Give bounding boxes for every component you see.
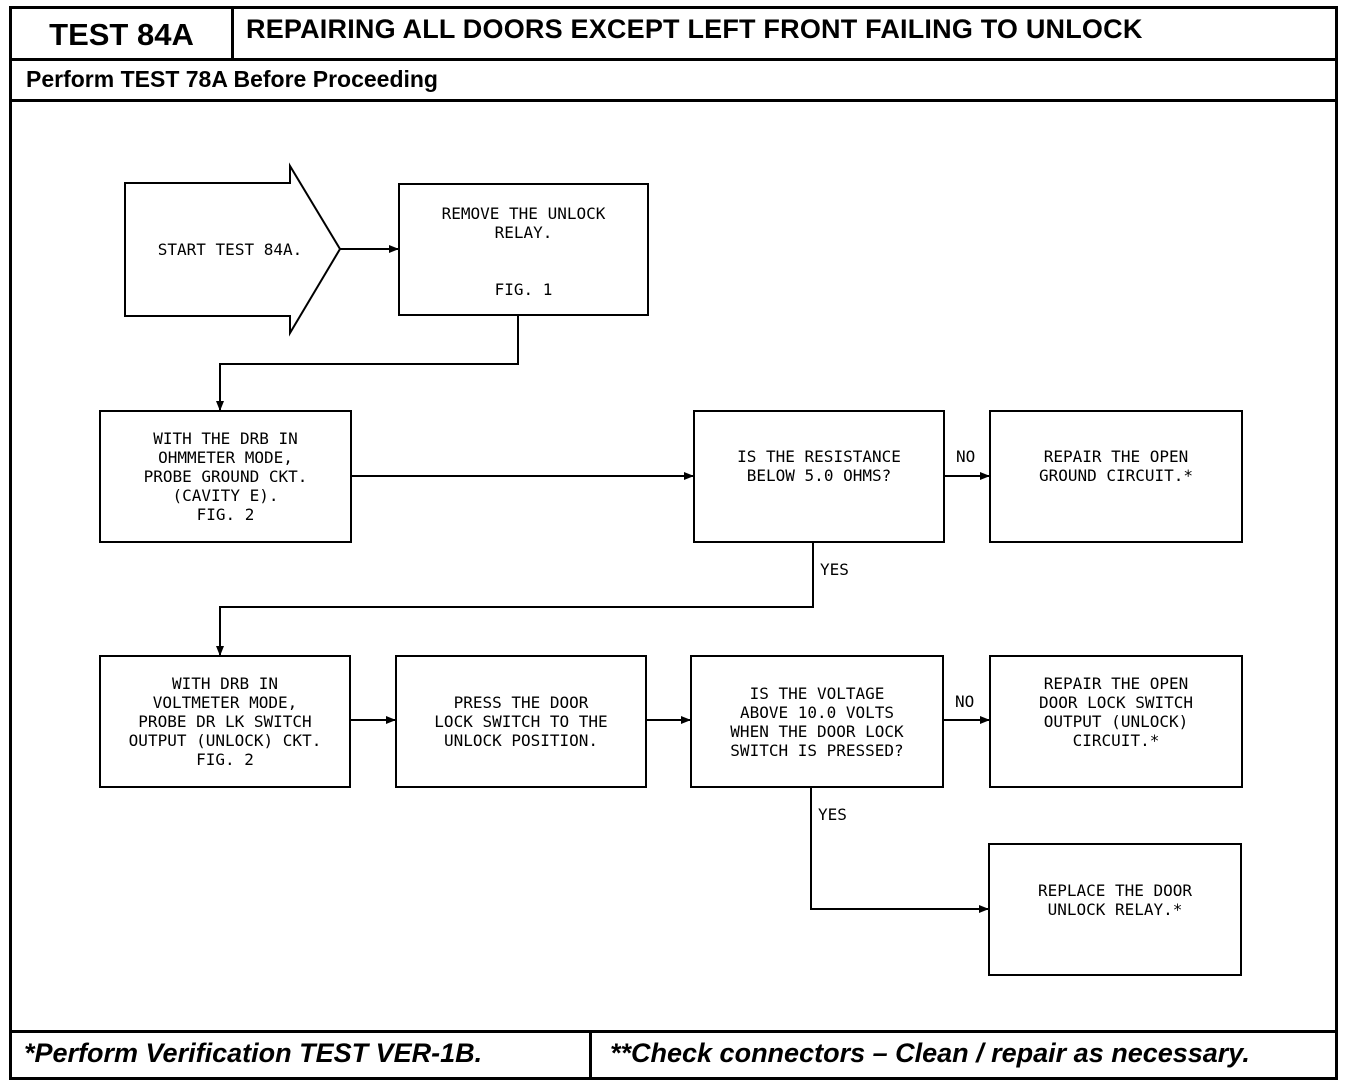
probe-switch-box: WITH DRB IN VOLTMETER MODE, PROBE DR LK … <box>99 655 351 788</box>
prerequisite-note: Perform TEST 78A Before Proceeding <box>26 66 438 92</box>
header-divider <box>12 58 1335 61</box>
connector-voltage-yes <box>810 787 989 913</box>
connector-remove-to-probe-ground <box>216 315 519 411</box>
voltage-question-line: WHEN THE DOOR LOCK <box>730 721 904 741</box>
resistance-yes-label: YES <box>820 560 849 579</box>
footer-separator <box>589 1030 592 1078</box>
resistance-question-line: IS THE RESISTANCE <box>737 447 901 466</box>
replace-relay-box: REPLACE THE DOOR UNLOCK RELAY.* <box>988 843 1242 976</box>
resistance-question-line: BELOW 5.0 OHMS? <box>746 466 892 485</box>
press-switch-line: UNLOCK POSITION. <box>443 731 599 750</box>
voltage-yes-label: YES <box>818 805 847 824</box>
voltage-question-box: IS THE VOLTAGE ABOVE 10.0 VOLTS WHEN THE… <box>690 655 944 788</box>
remove-relay-fig: FIG. 1 <box>494 280 553 299</box>
resistance-question-box: IS THE RESISTANCE BELOW 5.0 OHMS? <box>693 410 945 543</box>
test-label: TEST 84A <box>12 9 234 61</box>
repair-switch-box: REPAIR THE OPEN DOOR LOCK SWITCH OUTPUT … <box>989 655 1243 788</box>
start-arrow-shape <box>124 162 342 337</box>
repair-ground-line: REPAIR THE OPEN <box>1043 447 1189 466</box>
probe-switch-line: PROBE DR LK SWITCH <box>138 712 312 731</box>
probe-switch-line: WITH DRB IN <box>172 674 278 693</box>
probe-switch-line: OUTPUT (UNLOCK) CKT. <box>128 731 322 750</box>
voltage-question-line: SWITCH IS PRESSED? <box>730 740 904 760</box>
subheader-divider <box>12 99 1335 102</box>
repair-switch-line: REPAIR THE OPEN <box>1043 674 1189 693</box>
remove-relay-box: REMOVE THE UNLOCK RELAY. FIG. 1 <box>398 183 649 316</box>
probe-ground-box: WITH THE DRB IN OHMMETER MODE, PROBE GRO… <box>99 410 352 543</box>
probe-ground-line: FIG. 2 <box>196 505 255 524</box>
probe-ground-line: WITH THE DRB IN <box>153 429 298 448</box>
footer-divider <box>12 1030 1335 1033</box>
resistance-no-label: NO <box>956 447 976 466</box>
page-frame <box>9 6 1338 1080</box>
repair-switch-line: OUTPUT (UNLOCK) <box>1043 712 1189 731</box>
probe-ground-line: (CAVITY E). <box>172 486 279 505</box>
press-switch-box: PRESS THE DOOR LOCK SWITCH TO THE UNLOCK… <box>395 655 647 788</box>
repair-ground-box: REPAIR THE OPEN GROUND CIRCUIT.* <box>989 410 1243 543</box>
footer-connector-note: **Check connectors – Clean / repair as n… <box>610 1038 1250 1068</box>
press-switch-line: LOCK SWITCH TO THE <box>434 712 608 731</box>
probe-ground-line: OHMMETER MODE, <box>158 448 293 467</box>
voltage-question-line: IS THE VOLTAGE <box>749 683 885 703</box>
connector-resistance-yes <box>216 542 814 656</box>
repair-switch-line: DOOR LOCK SWITCH <box>1038 693 1194 712</box>
probe-ground-line: PROBE GROUND CKT. <box>143 467 308 486</box>
remove-relay-line2: RELAY. <box>494 223 553 242</box>
replace-relay-line: REPLACE THE DOOR <box>1037 881 1193 900</box>
probe-switch-line: VOLTMETER MODE, <box>152 693 298 712</box>
repair-switch-line: CIRCUIT.* <box>1072 731 1160 750</box>
remove-relay-line1: REMOVE THE UNLOCK <box>441 204 606 223</box>
press-switch-line: PRESS THE DOOR <box>453 693 589 712</box>
start-test-text: START TEST 84A. <box>157 240 303 259</box>
repair-ground-line: GROUND CIRCUIT.* <box>1038 466 1194 485</box>
probe-switch-line: FIG. 2 <box>196 750 254 769</box>
voltage-no-label: NO <box>955 692 975 711</box>
footer-verification-note: *Perform Verification TEST VER-1B. <box>24 1038 483 1068</box>
voltage-question-line: ABOVE 10.0 VOLTS <box>739 702 895 722</box>
page-title: REPAIRING ALL DOORS EXCEPT LEFT FRONT FA… <box>246 14 1143 44</box>
replace-relay-line: UNLOCK RELAY.* <box>1047 900 1183 919</box>
